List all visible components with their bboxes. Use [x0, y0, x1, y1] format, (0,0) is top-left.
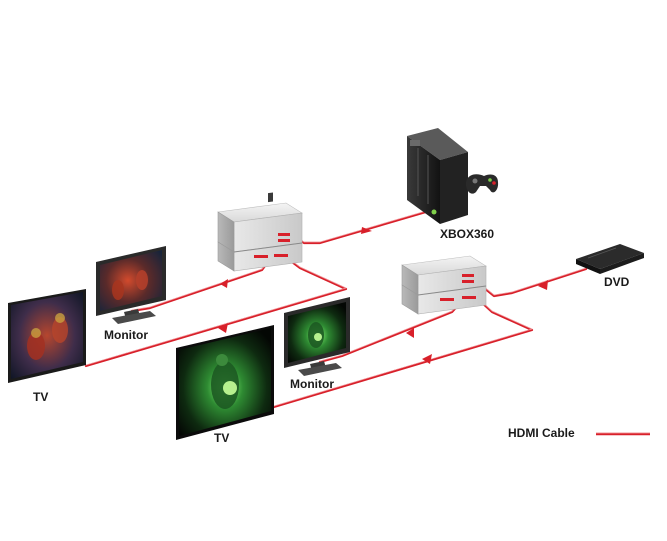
cable-dvd-to-splitter-2	[476, 267, 588, 298]
tv-screen-icon	[8, 289, 86, 383]
cable-xbox-to-splitter-1	[288, 210, 428, 245]
game-console-icon	[407, 128, 468, 224]
gamepad-icon	[465, 174, 499, 194]
dvd-player-icon	[576, 244, 644, 274]
xbox-label: XBOX360	[440, 227, 494, 241]
dvd-label: DVD	[604, 275, 630, 289]
tv-screen-icon	[176, 325, 274, 440]
hdmi-splitter-icon	[217, 192, 303, 272]
legend: HDMI Cable	[508, 426, 650, 440]
monitor-right-label: Monitor	[290, 377, 334, 391]
monitor-icon	[96, 246, 166, 324]
monitor-icon	[284, 297, 350, 376]
hdmi-splitter-icon	[401, 255, 487, 315]
tv-left-label: TV	[33, 390, 48, 404]
tv-right-label: TV	[214, 431, 229, 445]
legend-label: HDMI Cable	[508, 426, 575, 440]
cable-splitter-2-to-tv	[272, 299, 534, 409]
monitor-left-label: Monitor	[104, 328, 148, 342]
